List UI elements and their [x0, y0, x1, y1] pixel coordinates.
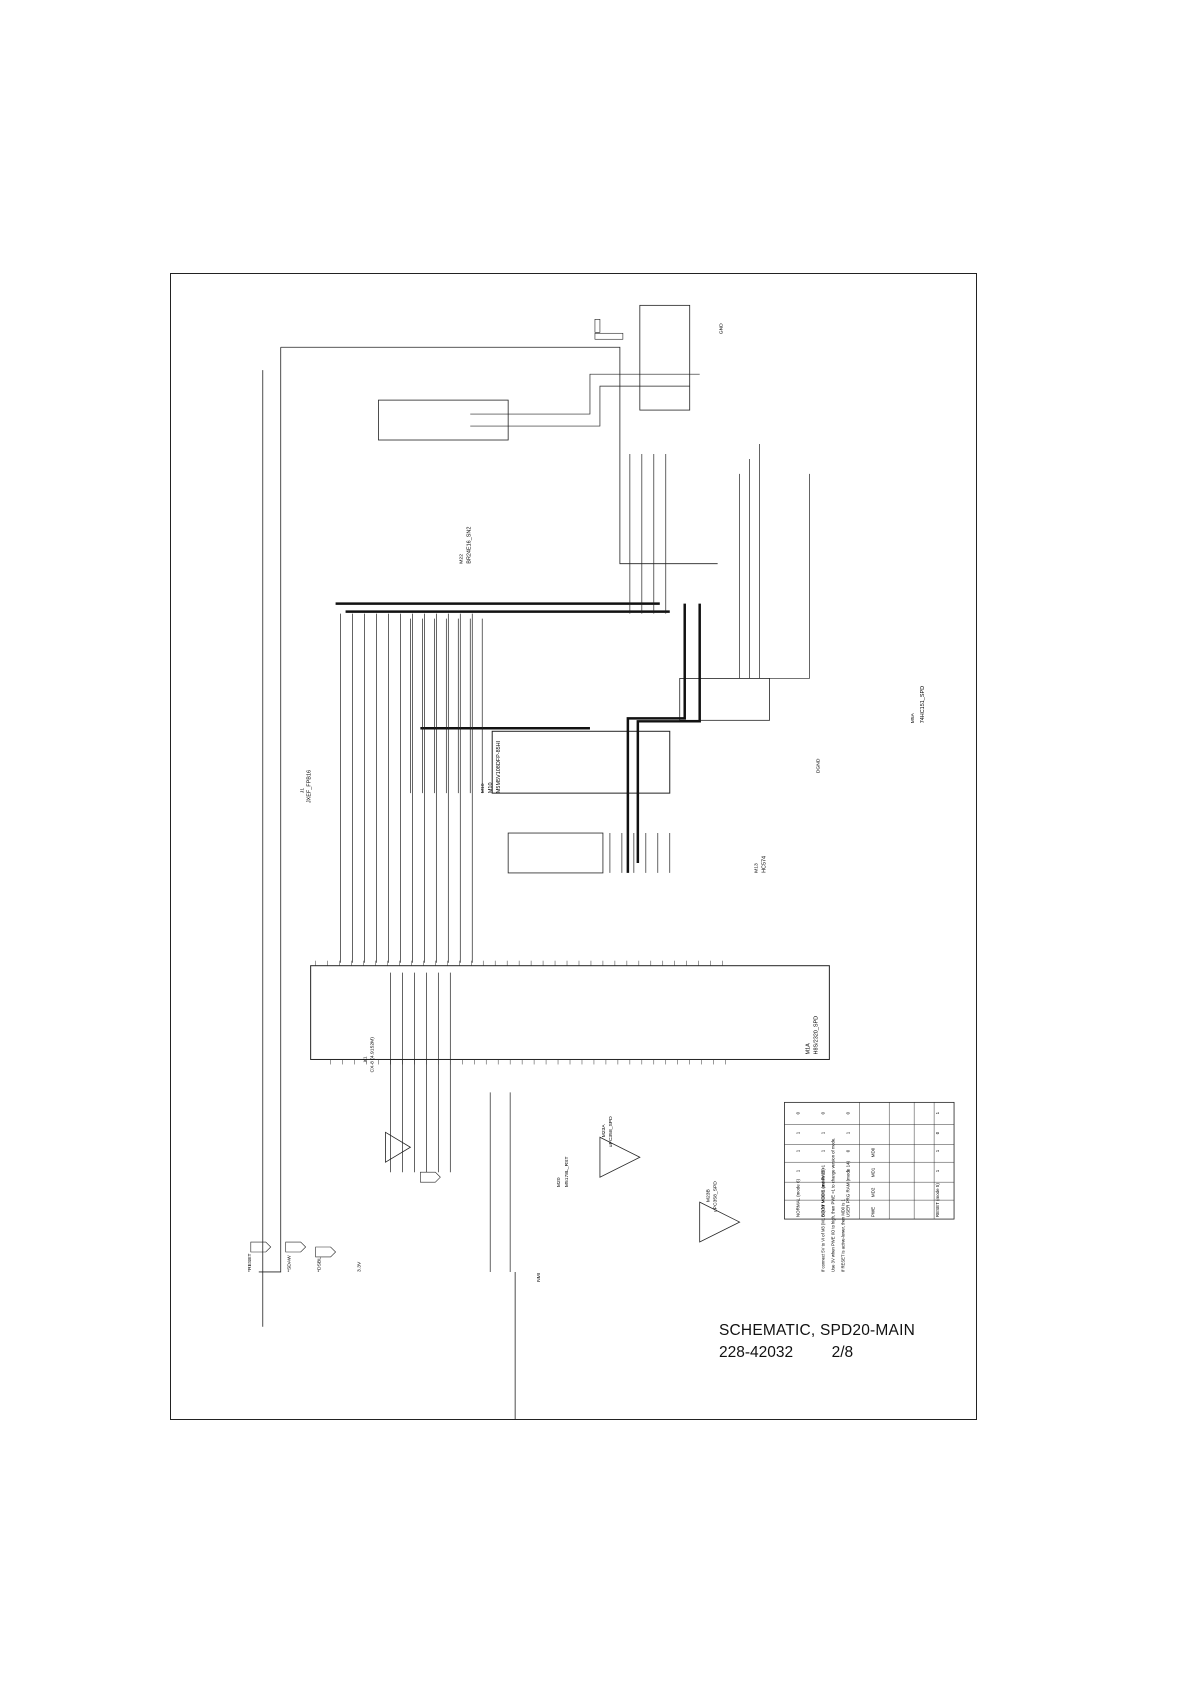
opamp2-ref: M23B	[706, 1188, 712, 1202]
crystal-ref: X1	[363, 1056, 369, 1062]
mode-row-user-md0: 0	[845, 1111, 850, 1114]
mode-row-boot: BOOT MODE (mode 10)	[820, 1168, 825, 1217]
net-label-reset: *RESET	[247, 1253, 253, 1272]
mode-row-boot-md2: 1	[820, 1149, 825, 1152]
schematic-title: SCHEMATIC, SPD20-MAIN	[719, 1322, 915, 1339]
mux-part: 74HC151_SPD	[920, 686, 926, 723]
mode-table-header-pwe: PWE	[870, 1207, 875, 1217]
opamp2-part: uPC358_SPD	[713, 1181, 719, 1212]
mode-row-reset-md2: 1	[935, 1149, 940, 1152]
notes: If connect 5V to VI of M3 (M1 B1) for MD…	[820, 1138, 845, 1272]
rom-ref: M22	[458, 554, 464, 564]
sram-ref-mux: M5A	[910, 712, 916, 723]
opamp1-part: uPC358_SPD	[608, 1116, 614, 1147]
crystal-part: CX-8 (4.9152M)	[369, 1037, 375, 1073]
latch-part: HC574	[762, 856, 768, 873]
mode-row-normal-md2: 1	[795, 1149, 800, 1152]
cpu-ref: M1A	[805, 1043, 811, 1055]
mode-row-boot-md0: 0	[820, 1111, 825, 1114]
cpu-ref-top: M10	[480, 783, 486, 793]
net-label-sdaw: *SDAW	[287, 1255, 293, 1272]
mode-row-normal-pwe: 1	[795, 1169, 800, 1172]
latch-block: HC574	[507, 832, 768, 874]
sram-part: M5M5V108DFP-85HI	[496, 740, 502, 793]
sheet-number: 2/8	[831, 1344, 854, 1361]
reset-ic-part: M5178L_RST	[564, 1156, 570, 1187]
mode-row-normal-md0: 0	[795, 1111, 800, 1114]
title-subline: 228-42032 2/8	[719, 1342, 915, 1364]
opamp1-ref: M23A	[601, 1124, 607, 1138]
mode-row-boot-pwe: 0	[820, 1169, 825, 1172]
reset-ic-ref: M20	[556, 1177, 562, 1187]
connector-ref: J1	[300, 788, 306, 793]
net-label-dsbl: *DSBL	[317, 1257, 323, 1272]
top-connector	[594, 319, 624, 340]
mode-row-reset-md1: 0	[935, 1131, 940, 1134]
connector-part: JXEF_FPB16	[307, 770, 313, 803]
rom-part: BR24E16_SN2	[466, 527, 472, 564]
mode-row-boot-md1: 1	[820, 1131, 825, 1134]
schematic-drawing: M1A H8S/2320_SPD M10 M5M5V108DFP-85HI BR…	[247, 304, 955, 1419]
connector-block: JXEF_FPB16	[307, 304, 691, 803]
net-label-dgnd: DGND	[815, 758, 821, 773]
opamp-symbols	[385, 1131, 741, 1243]
mode-row-reset-pwe: 1	[935, 1169, 940, 1172]
mode-table-header-md0: MD0	[870, 1147, 875, 1157]
signal-traces	[340, 373, 810, 1272]
schematic-sheet: M1A H8S/2320_SPD M10 M5M5V108DFP-85HI BR…	[170, 273, 977, 1420]
title-block: SCHEMATIC, SPD20-MAIN 228-42032 2/8	[719, 1320, 915, 1364]
mode-row-user: USER PRG RAM (mode 14)	[845, 1160, 850, 1217]
mode-row-user-pwe: 1	[845, 1169, 850, 1172]
note-3: If RESET is active-lower, then MD0 is 1	[840, 1199, 845, 1272]
mode-row-user-md2: 0	[845, 1149, 850, 1152]
net-label-arrows	[250, 1171, 441, 1258]
note-1: If connect 5V to VI of M3 (M1 B1) for MD…	[820, 1164, 825, 1272]
mode-row-reset-md0: 1	[935, 1111, 940, 1114]
sram-block: M10 M5M5V108DFP-85HI	[488, 730, 671, 794]
mode-table-header-md2: MD2	[870, 1187, 875, 1197]
outer-traces	[258, 346, 718, 1419]
note-2: Use 3V when PWE I/O to high, then PWE =1…	[830, 1138, 835, 1272]
mode-table: PWE MD2 MD1 MD0 NORMAL (mode 6) 1 1 1 0 …	[795, 1111, 940, 1217]
mode-row-user-md1: 1	[845, 1131, 850, 1134]
cpu-block: M1A H8S/2320_SPD	[310, 960, 830, 1065]
bus-lines	[335, 602, 701, 873]
net-label-gnd: GND	[719, 323, 725, 334]
mux-block: 74HC151_SPD	[679, 678, 926, 723]
mode-row-normal-md1: 1	[795, 1131, 800, 1134]
document-number: 228-42032	[719, 1344, 794, 1361]
net-label-vcc: 3.3V	[357, 1261, 363, 1272]
mode-row-reset: RESET (mode 5)	[935, 1183, 940, 1217]
net-label-nmi: NMI	[536, 1273, 542, 1282]
mode-table-frame	[784, 1101, 955, 1220]
mode-row-normal: NORMAL (mode 6)	[795, 1178, 800, 1217]
latch-ref: M13	[754, 863, 760, 873]
rom-block: BR24E16_SN2	[378, 399, 509, 564]
mode-table-header-md1: MD1	[870, 1167, 875, 1177]
cpu-part: H8S/2320_SPD	[813, 1016, 819, 1055]
sram-ref: M10	[488, 782, 494, 793]
